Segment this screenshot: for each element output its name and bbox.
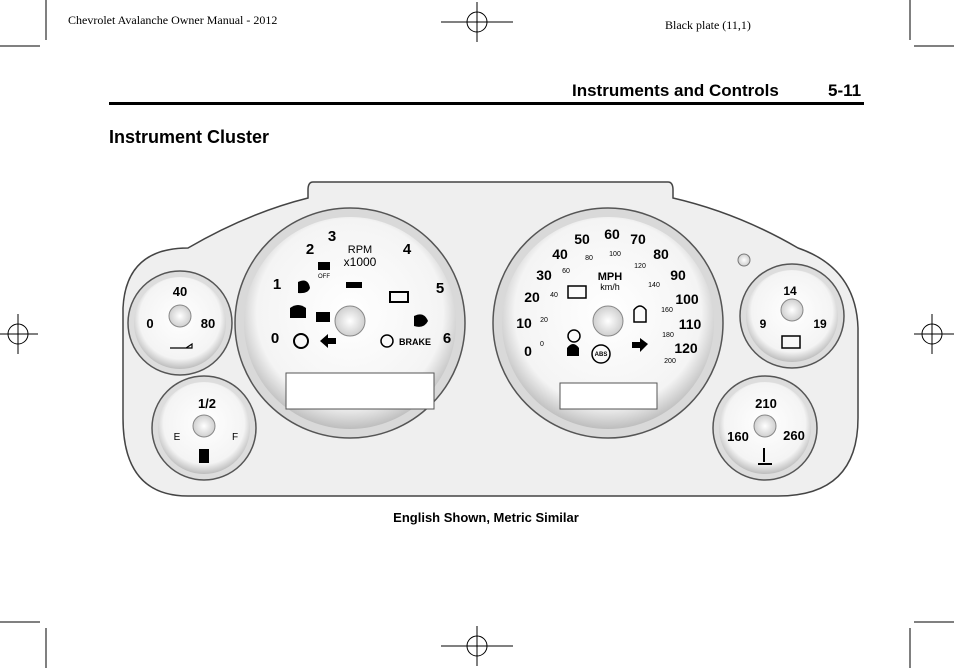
kmh-tick-180: 180 xyxy=(662,332,674,339)
kmh-tick-20: 20 xyxy=(540,317,548,324)
page-number: 5-11 xyxy=(828,81,862,100)
seatbelt-reminder-icon xyxy=(633,305,647,323)
tach-units: RPM xyxy=(348,244,372,256)
tire-pressure-icon xyxy=(293,333,309,349)
indicator-lamp xyxy=(737,253,751,267)
running-header-left: Chevrolet Avalanche Owner Manual - 2012 xyxy=(68,13,278,27)
mph-tick-10: 10 xyxy=(516,315,532,331)
trip-display xyxy=(559,382,658,410)
mph-tick-0: 0 xyxy=(524,343,532,359)
abs-warning-icon xyxy=(591,344,611,364)
fuel-tick-full: F xyxy=(232,432,238,443)
trailer-icon xyxy=(346,282,362,288)
temp-tick-260: 260 xyxy=(783,428,805,443)
mph-tick-60: 60 xyxy=(604,226,620,242)
mph-tick-30: 30 xyxy=(536,267,552,283)
mph-tick-40: 40 xyxy=(552,246,568,262)
tach-tick-1: 1 xyxy=(273,276,281,293)
speed-units-kmh: km/h xyxy=(600,282,620,292)
fog-lamp-icon xyxy=(298,280,310,294)
fuel-gauge: 1/2 E F xyxy=(151,375,257,481)
tachometer: 3 2 4 1 5 0 6 RPM x1000 OFF BRAKE xyxy=(234,207,466,439)
kmh-tick-100: 100 xyxy=(609,251,621,258)
odometer-display xyxy=(285,372,435,410)
tach-tick-3: 3 xyxy=(328,228,336,245)
voltmeter-gauge: 14 9 19 xyxy=(739,263,845,369)
temp-tick-160: 160 xyxy=(727,429,749,444)
cruise-control-icon xyxy=(567,329,581,343)
page-heading: Instrument Cluster xyxy=(109,127,270,147)
stabilitrak-icon xyxy=(290,305,306,318)
abs-label: ABS xyxy=(595,352,608,358)
brake-warning-icon xyxy=(380,334,394,348)
mph-tick-120: 120 xyxy=(674,340,698,356)
mph-tick-110: 110 xyxy=(679,316,702,332)
speed-units-mph: MPH xyxy=(598,271,623,283)
tach-tick-4: 4 xyxy=(403,241,412,258)
battery-charge-icon xyxy=(567,285,587,299)
traction-off-label: OFF xyxy=(318,274,330,280)
mph-tick-90: 90 xyxy=(670,267,686,283)
airbag-readiness-icon xyxy=(567,344,579,356)
oil-tick-80: 80 xyxy=(201,316,215,331)
tach-tick-0: 0 xyxy=(271,330,279,347)
kmh-tick-60: 60 xyxy=(562,268,570,275)
headlamp-icon xyxy=(414,314,428,327)
check-engine-icon xyxy=(389,291,409,303)
kmh-tick-0: 0 xyxy=(540,341,544,348)
mph-tick-70: 70 xyxy=(630,231,646,247)
security-lock-icon xyxy=(316,312,330,322)
battery-icon xyxy=(781,335,801,349)
section-title: Instruments and Controls xyxy=(572,81,779,100)
fuel-tick-half: 1/2 xyxy=(198,396,216,411)
traction-control-icon xyxy=(318,262,330,270)
oil-pressure-gauge: 40 0 80 xyxy=(127,270,233,376)
fuel-tick-empty: E xyxy=(174,432,181,443)
instrument-cluster-illustration: 40 0 80 1/2 E F 3 2 4 1 5 0 6 RPM x1000 … xyxy=(122,181,859,497)
figure-caption: English Shown, Metric Similar xyxy=(393,510,579,525)
tach-tick-5: 5 xyxy=(436,280,444,297)
kmh-tick-80: 80 xyxy=(585,255,593,262)
left-turn-arrow-icon xyxy=(320,334,336,348)
volt-tick-9: 9 xyxy=(760,317,767,331)
kmh-tick-40: 40 xyxy=(550,292,558,299)
fuel-pump-icon xyxy=(199,449,209,463)
tach-multiplier: x1000 xyxy=(344,255,377,269)
coolant-temperature-gauge: 210 160 260 xyxy=(712,375,818,481)
right-turn-arrow-icon xyxy=(632,338,648,352)
running-header-right: Black plate (11,1) xyxy=(665,18,751,32)
mph-tick-50: 50 xyxy=(574,231,590,247)
mph-tick-100: 100 xyxy=(675,291,699,307)
oil-can-icon xyxy=(170,342,193,349)
mph-tick-80: 80 xyxy=(653,246,669,262)
speedometer: 0 10 20 30 40 50 60 70 80 90 100 110 120… xyxy=(492,207,724,439)
tach-tick-6: 6 xyxy=(443,330,451,347)
volt-tick-19: 19 xyxy=(813,317,827,331)
mph-tick-20: 20 xyxy=(524,289,540,305)
kmh-tick-200: 200 xyxy=(664,358,676,365)
kmh-tick-140: 140 xyxy=(648,282,660,289)
oil-tick-0: 0 xyxy=(146,316,153,331)
kmh-tick-120: 120 xyxy=(634,263,646,270)
volt-tick-14: 14 xyxy=(783,284,797,298)
coolant-temp-icon xyxy=(758,448,772,465)
temp-tick-210: 210 xyxy=(755,396,777,411)
oil-tick-40: 40 xyxy=(173,284,187,299)
brake-label: BRAKE xyxy=(399,337,431,347)
kmh-tick-160: 160 xyxy=(661,307,673,314)
tach-tick-2: 2 xyxy=(306,241,314,258)
header-rule xyxy=(109,102,864,105)
